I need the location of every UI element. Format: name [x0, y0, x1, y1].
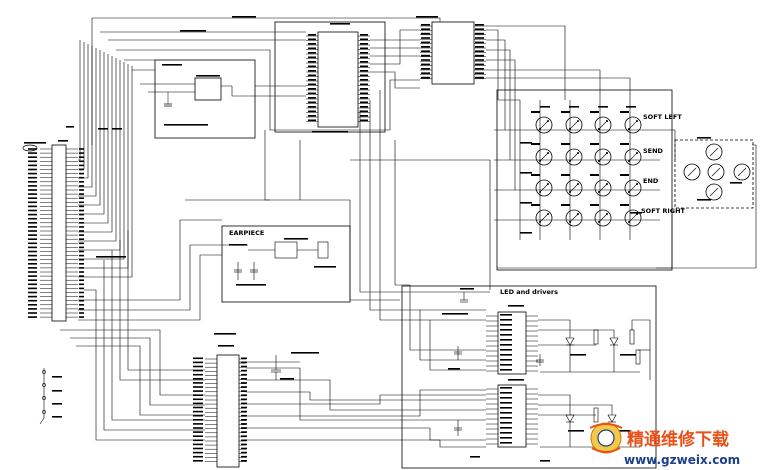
- key-switch: [531, 174, 553, 197]
- keypad-switches: [531, 111, 642, 227]
- watermark-url: www.gzweix.com: [624, 453, 740, 467]
- regulator-ic: [164, 77, 232, 107]
- key-switch: [620, 111, 642, 134]
- key-switch: [590, 143, 612, 166]
- led-block-outline: [401, 285, 657, 469]
- key-switch: [620, 204, 642, 227]
- key-switch: [590, 174, 612, 197]
- central-ic-outline: [274, 21, 386, 133]
- nav-key-outline: [674, 139, 754, 209]
- watermark: 精通维修下载 www.gzweix.com: [589, 422, 740, 467]
- earpiece-label: EARPIECE: [229, 229, 264, 237]
- soft-right-label: SOFT RIGHT: [641, 207, 686, 215]
- earpiece-block-outline: [221, 225, 351, 303]
- central-ic: [306, 31, 370, 128]
- send-label: SEND: [643, 147, 664, 155]
- display-capacitor: [239, 355, 300, 380]
- earpiece-components: [234, 241, 329, 280]
- wiring: [60, 17, 757, 448]
- keypad-outline: [496, 89, 673, 271]
- connector-key: [22, 144, 38, 152]
- key-switch: [561, 204, 583, 227]
- net-label-marks: [24, 16, 742, 462]
- nav-switch: [705, 143, 723, 161]
- key-switch: [561, 111, 583, 134]
- display-connector: [205, 354, 246, 468]
- power-block-outline: [154, 59, 256, 139]
- end-label: END: [643, 177, 659, 185]
- nav-switch: [707, 163, 725, 181]
- led-drivers-label: LED and drivers: [500, 288, 558, 296]
- key-switch: [590, 204, 612, 227]
- soft-left-label: SOFT LEFT: [643, 113, 682, 121]
- led-driver-ics: [486, 311, 538, 448]
- watermark-cn-text: 精通维修下载: [627, 429, 729, 450]
- key-switch: [561, 174, 583, 197]
- navigation-keys: [683, 143, 751, 201]
- key-switch: [590, 111, 612, 134]
- key-switch: [531, 111, 553, 134]
- main-connector: [22, 144, 78, 322]
- watermark-logo: [589, 422, 623, 454]
- test-points: [39, 368, 46, 425]
- key-switch: [531, 204, 553, 227]
- key-switch: [620, 143, 642, 166]
- nav-switch: [683, 163, 701, 181]
- key-switch: [561, 143, 583, 166]
- nav-switch: [705, 183, 723, 201]
- key-switch: [620, 174, 642, 197]
- key-switch: [531, 143, 553, 166]
- nav-switch: [733, 163, 751, 181]
- keypad-ic: [420, 21, 486, 85]
